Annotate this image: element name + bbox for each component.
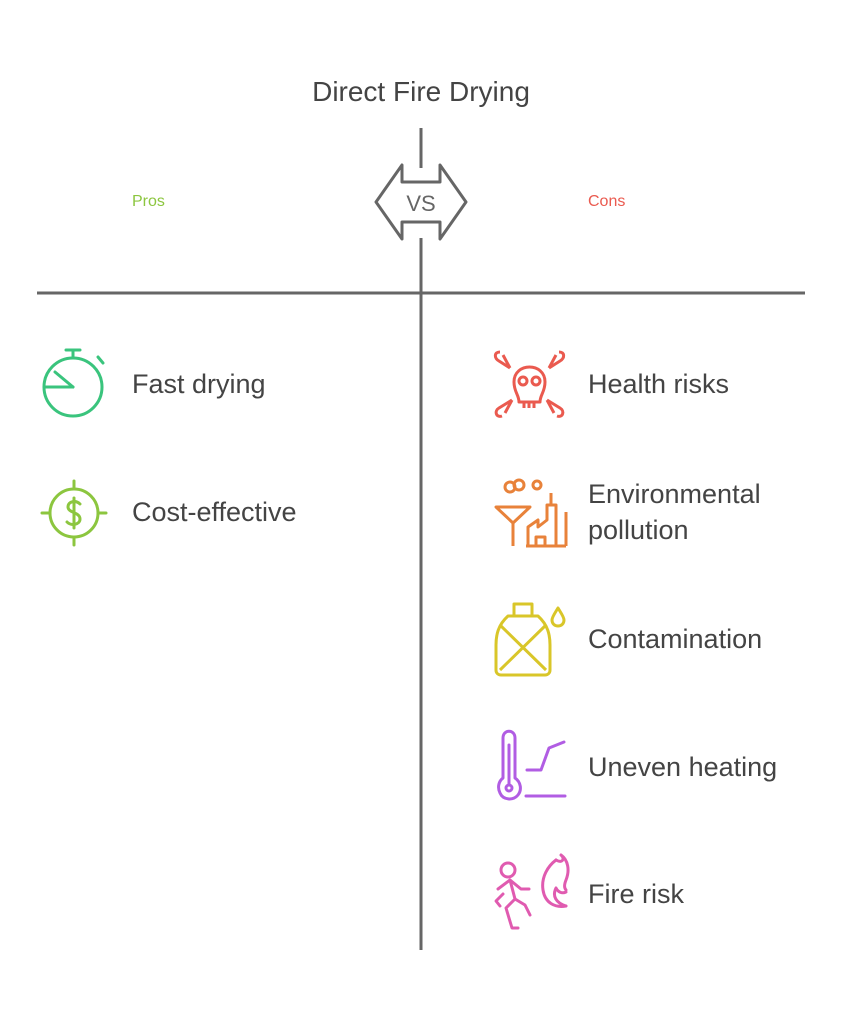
thermometer-graph-icon xyxy=(497,729,567,801)
con-item-health-risks: Health risks xyxy=(588,369,730,399)
pro-item-cost-effective: Cost-effective xyxy=(132,497,297,527)
cons-label: Cons xyxy=(588,193,626,210)
con-item-environmental-pollution: Environmental pollution xyxy=(588,476,761,548)
con-item-environmental-line1: Environmental xyxy=(588,479,761,509)
con-item-uneven-heating: Uneven heating xyxy=(588,752,778,782)
page-title: Direct Fire Drying xyxy=(312,76,530,107)
vs-label: VS xyxy=(406,191,435,216)
pros-label: Pros xyxy=(132,193,165,210)
factory-smoke-icon xyxy=(494,478,568,548)
person-fleeing-fire-icon xyxy=(494,853,570,930)
con-item-contamination: Contamination xyxy=(588,624,763,654)
contaminated-container-icon xyxy=(494,602,566,677)
con-item-fire-risk: Fire risk xyxy=(588,879,684,909)
skull-crossbones-icon xyxy=(493,350,566,418)
dollar-target-icon xyxy=(40,479,108,547)
pro-item-fast-drying: Fast drying xyxy=(132,369,266,399)
stopwatch-icon xyxy=(42,348,105,418)
con-item-environmental-line2: pollution xyxy=(588,515,689,545)
vs-arrow-icon xyxy=(374,163,468,241)
